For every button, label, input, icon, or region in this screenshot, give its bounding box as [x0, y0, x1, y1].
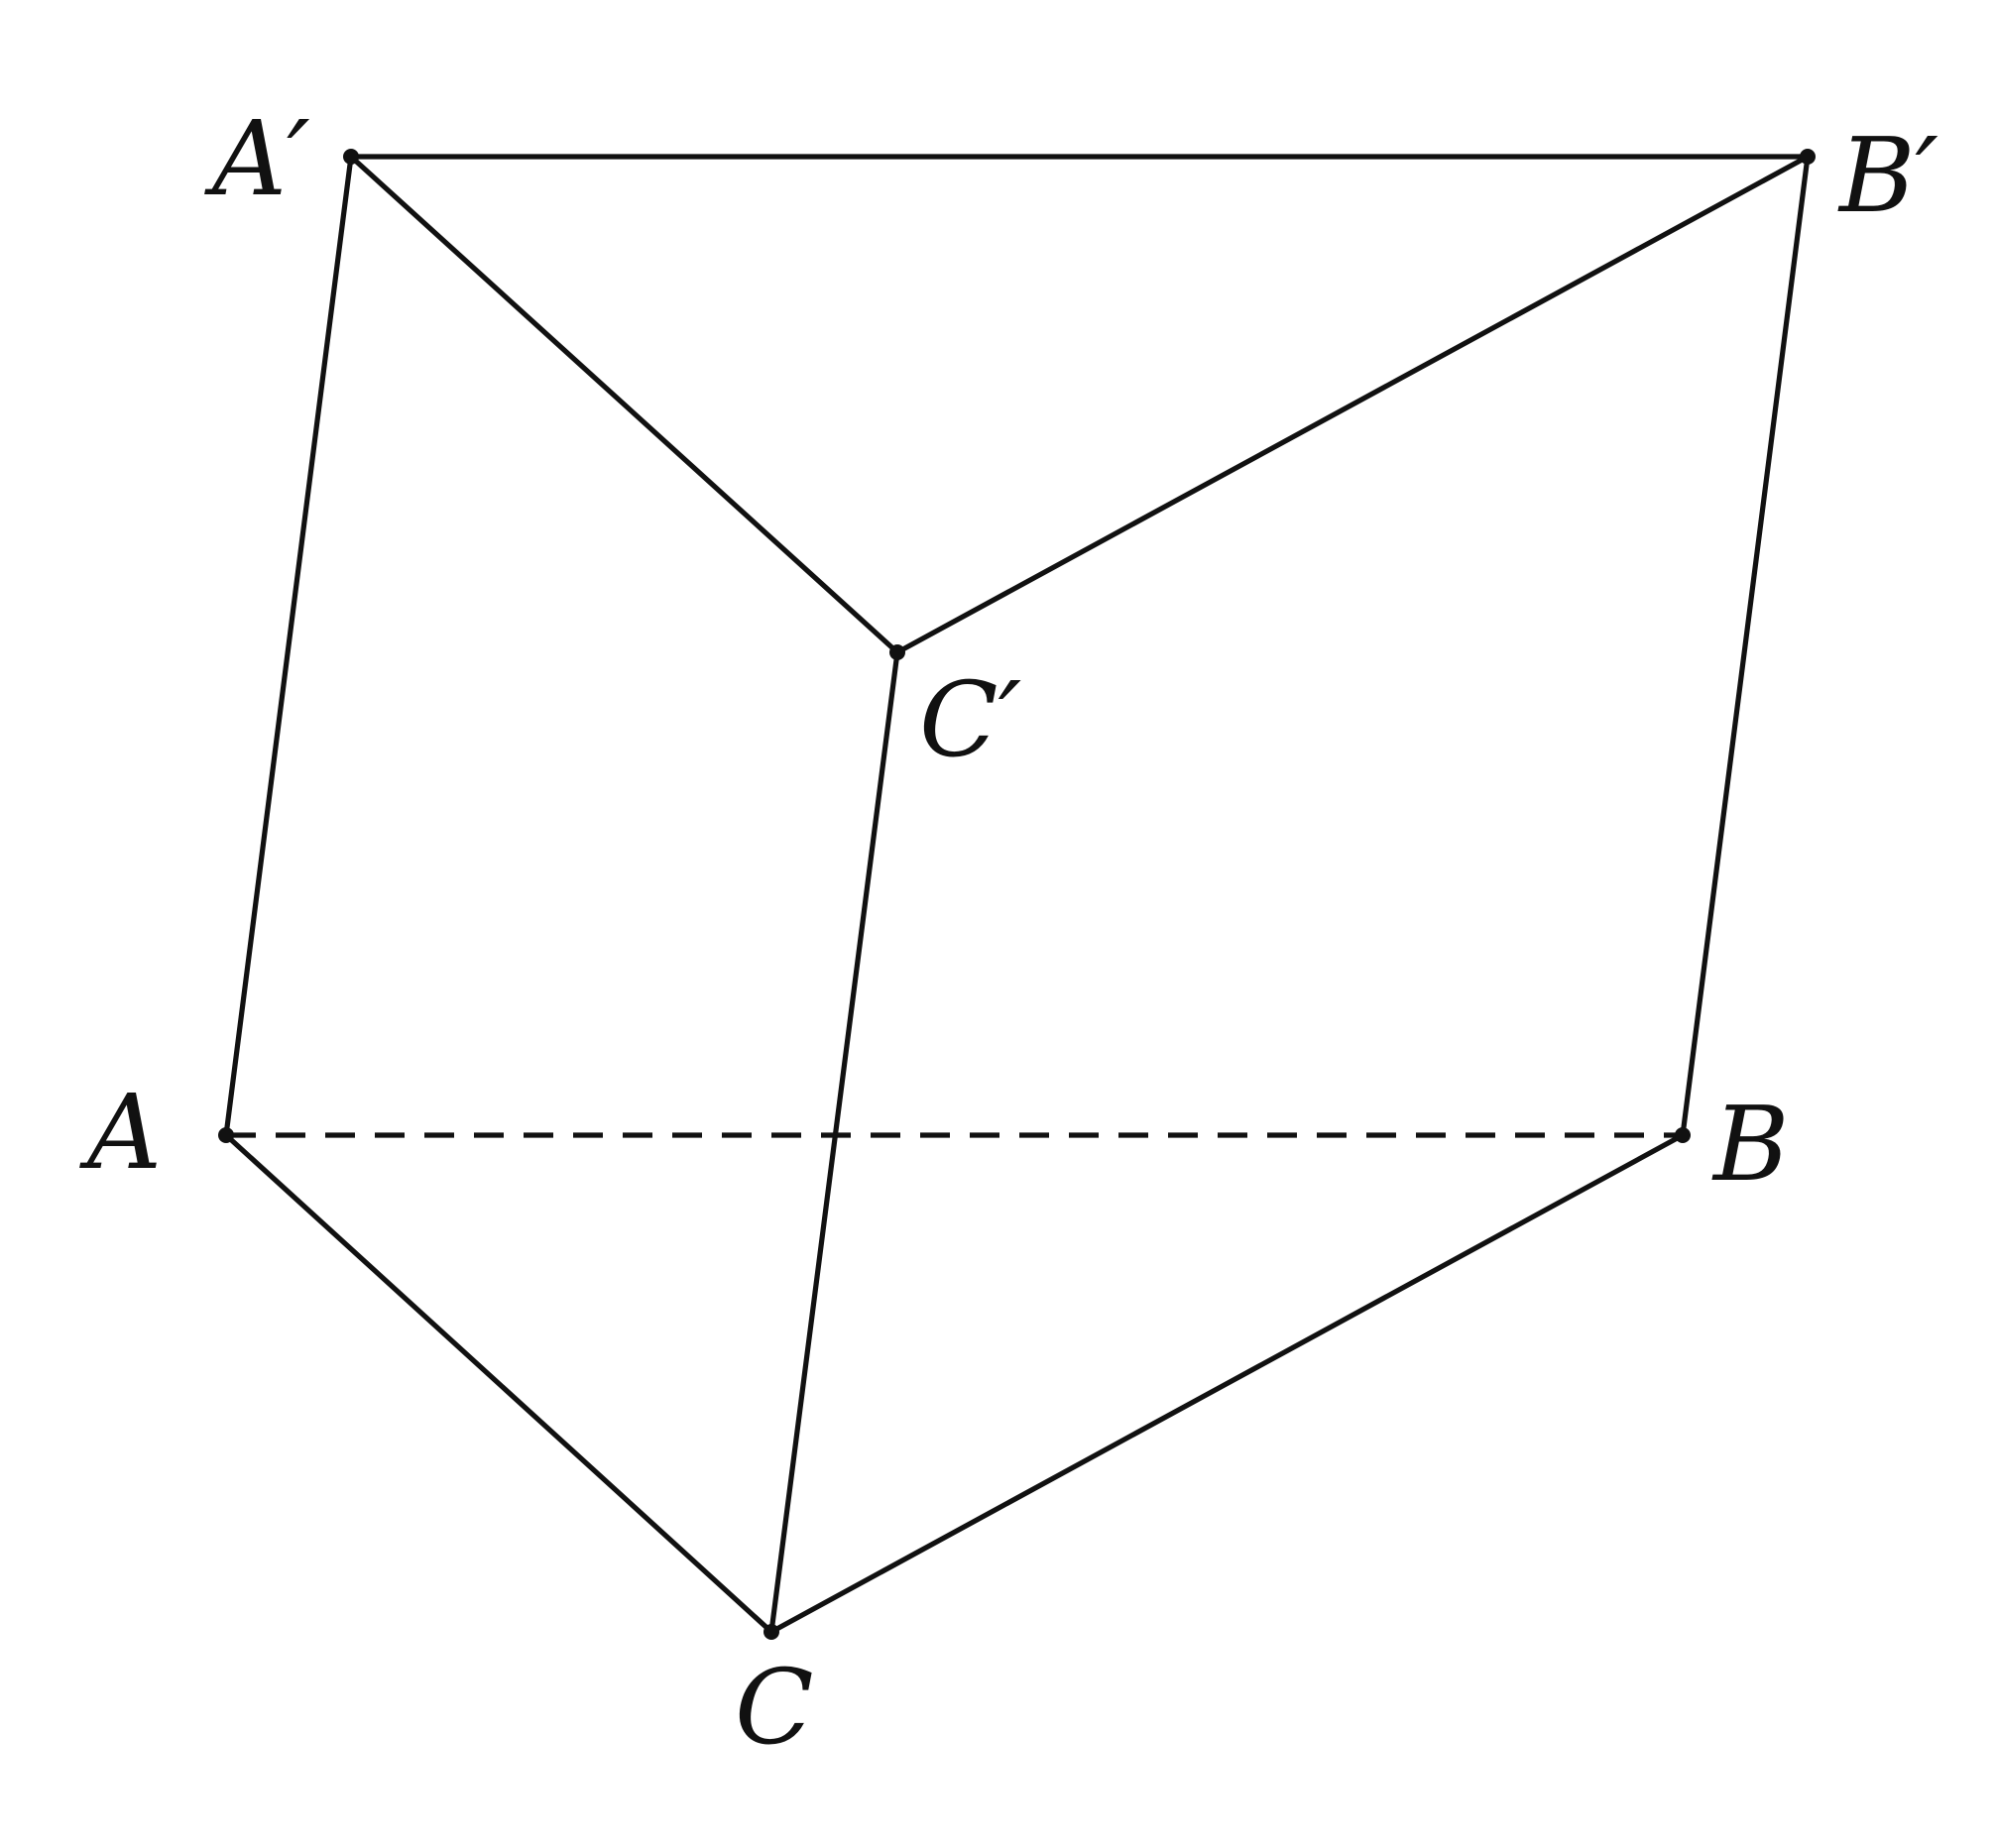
- vertex-b: [1675, 1127, 1691, 1143]
- vertex-c: [763, 1624, 779, 1640]
- vertices-layer: [218, 149, 1816, 1640]
- edge-b1-c1: [894, 154, 1811, 655]
- vertex-a1: [343, 149, 359, 165]
- edge-c-c1: [768, 649, 900, 1635]
- edge-c-b: [768, 1132, 1686, 1635]
- edge-b-b1: [1680, 154, 1811, 1138]
- label-b1: B′: [1837, 115, 1938, 236]
- label-b: B: [1711, 1084, 1789, 1205]
- label-a1: A′: [204, 98, 310, 219]
- label-a: A: [79, 1072, 162, 1193]
- vertex-a: [218, 1127, 234, 1143]
- edge-a1-c1: [348, 154, 900, 655]
- edge-a-a1: [223, 154, 354, 1138]
- vertex-b1: [1800, 149, 1816, 165]
- labels-layer: A′ B′ C′ A B C: [79, 98, 1938, 1768]
- edges-layer: [223, 154, 1811, 1635]
- label-c1: C′: [919, 659, 1021, 780]
- label-c: C: [735, 1647, 814, 1768]
- vertex-c1: [889, 644, 905, 660]
- edge-a-c: [223, 1132, 774, 1635]
